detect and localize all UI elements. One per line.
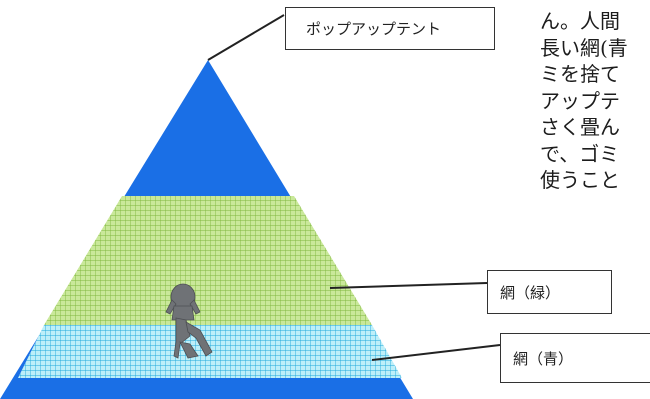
body-text-line: ミを捨て — [540, 62, 620, 86]
tent-label: ポップアップテント — [285, 7, 495, 50]
net-green-leader-line — [329, 282, 488, 289]
net-blue-leader-line — [371, 344, 501, 361]
net-green-label-text: 網（緑） — [500, 283, 561, 302]
figure-icon — [165, 283, 213, 359]
body-text-line: 長い網(青 — [540, 35, 628, 60]
net-blue-label: 網（青） — [500, 333, 650, 383]
body-text-line: さく畳ん — [540, 115, 620, 139]
net-green-band — [44, 196, 372, 325]
body-text-line: 使うこと — [540, 168, 620, 192]
tent-leader-line — [207, 14, 285, 61]
body-text-line: で、ゴミ — [540, 141, 620, 166]
net-green-label: 網（緑） — [487, 270, 612, 314]
tent-label-text: ポップアップテント — [306, 20, 442, 38]
net-blue-label-text: 網（青） — [513, 349, 574, 368]
body-text-line: ん。人間 — [540, 9, 620, 33]
body-text-line: アップテ — [540, 88, 620, 113]
body-text: ん。人間長い網(青ミを捨てアップテさく畳んで、ゴミ使うこと — [540, 8, 628, 194]
